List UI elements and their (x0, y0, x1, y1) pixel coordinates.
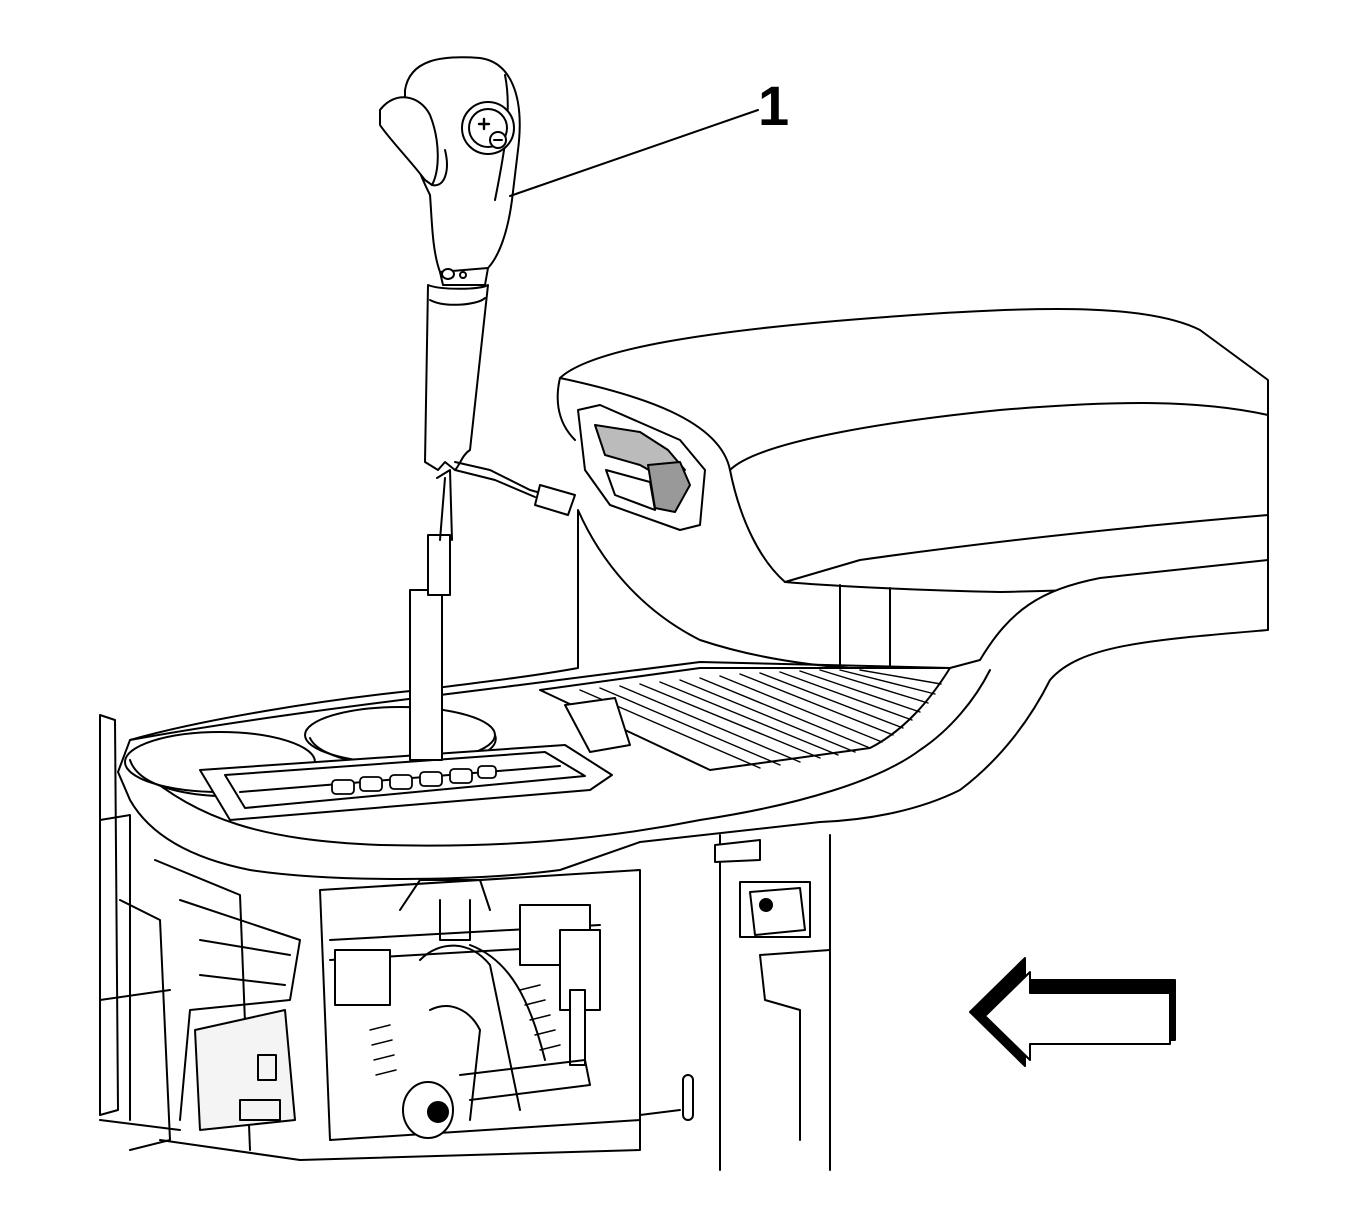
shift-boot (425, 285, 575, 515)
callout-label-1: 1 (758, 74, 790, 137)
callout-leader-1 (510, 110, 758, 196)
center-console (118, 510, 1268, 879)
front-of-vehicle-arrow (970, 958, 1175, 1066)
console-bracket-lower (100, 715, 830, 1170)
shift-lever (410, 470, 452, 760)
prndl-indicator (332, 766, 496, 794)
console-armrest (558, 309, 1268, 675)
shift-knob (380, 57, 520, 285)
